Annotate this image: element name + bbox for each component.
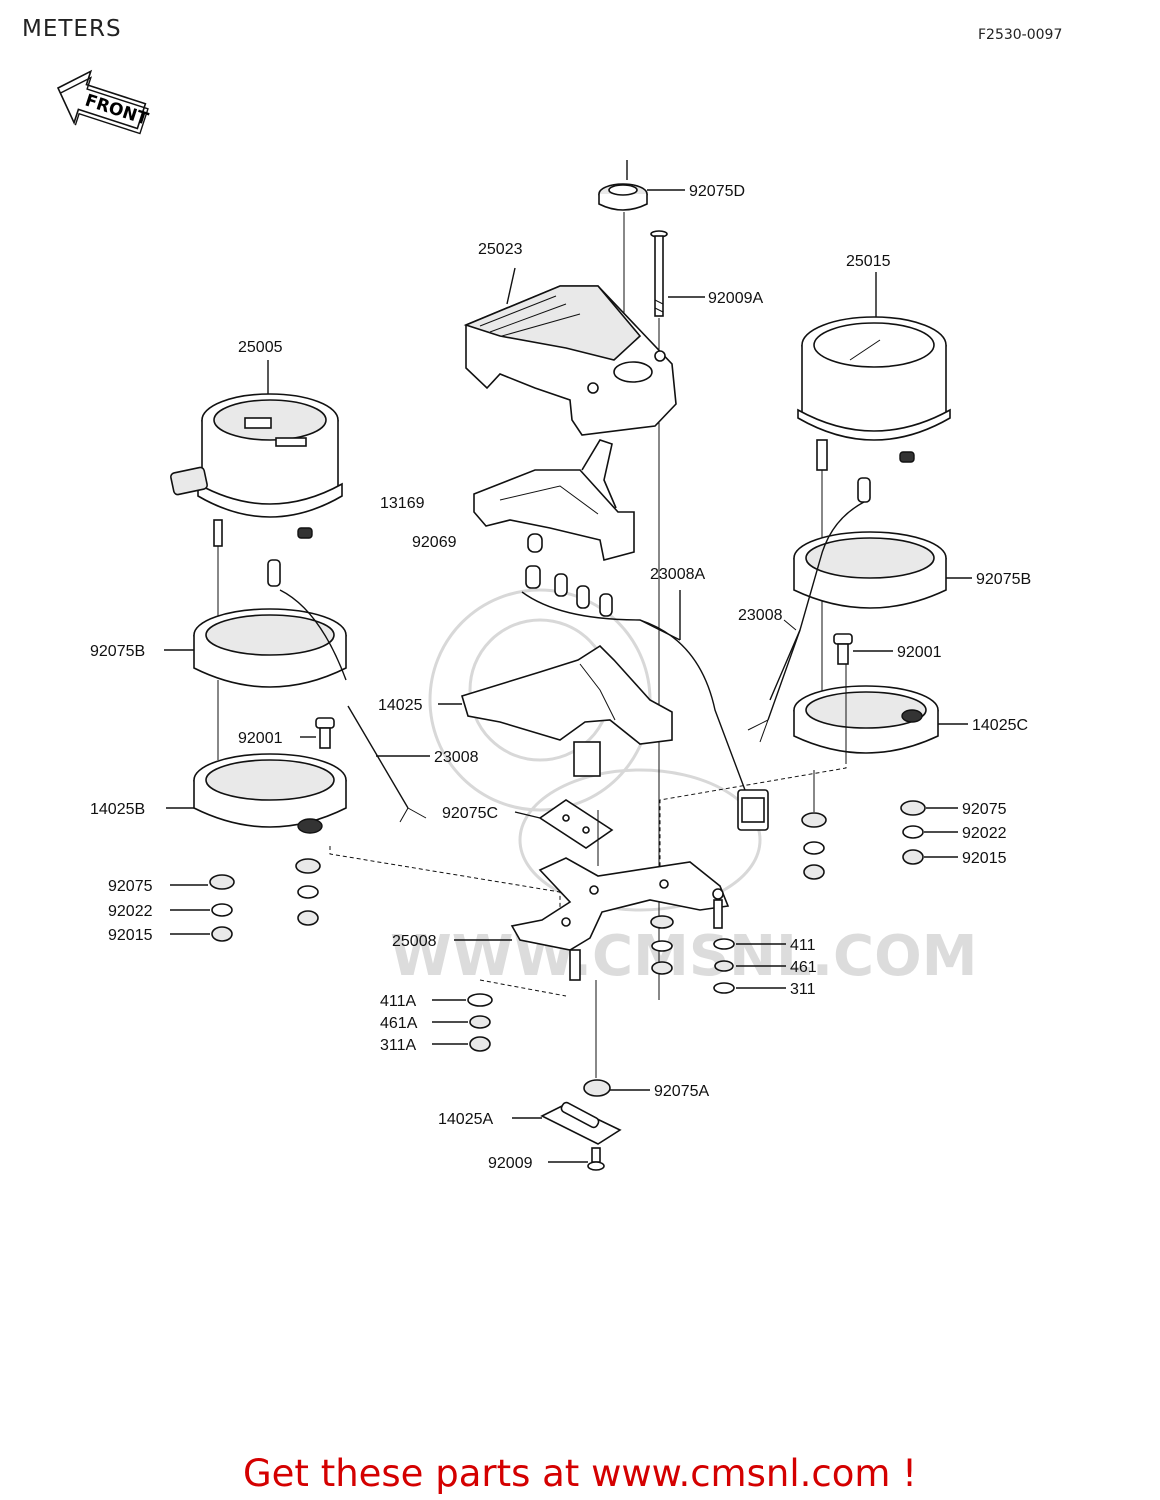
front-arrow-icon: FRONT (56, 69, 151, 135)
label-14025A: 14025A (438, 1111, 493, 1128)
page-title: METERS (22, 16, 122, 42)
screw-92009A (650, 230, 705, 1000)
label-411: 411 (790, 937, 816, 954)
label-92001-left: 92001 (238, 730, 283, 747)
bracket-25008 (454, 810, 730, 997)
wire-harness-23008A (639, 590, 769, 831)
label-92075A: 92075A (654, 1083, 709, 1100)
washers-411-461-311 (650, 915, 786, 994)
exploded-diagram: WWW.CMSNL.COM FRONT (56, 69, 1031, 1172)
label-92075B-right: 92075B (976, 571, 1031, 588)
label-25008: 25008 (392, 933, 437, 950)
cover-14025C (659, 664, 968, 880)
washers-411A-461A-311A (432, 993, 493, 1052)
bottom-mount (512, 980, 650, 1171)
bolt-92001-right (833, 633, 893, 665)
label-92075C: 92075C (442, 805, 498, 822)
label-14025: 14025 (378, 697, 423, 714)
label-25015: 25015 (846, 253, 891, 270)
label-92009: 92009 (488, 1155, 533, 1172)
footer-link-text[interactable]: Get these parts at www.cmsnl.com ! (242, 1452, 917, 1495)
diagram-code: F2530-0097 (978, 27, 1063, 43)
label-92075D: 92075D (689, 183, 745, 200)
label-92022-right: 92022 (962, 825, 1007, 842)
housing-92075B-right (769, 477, 972, 701)
indicator-panel-25023 (463, 267, 677, 436)
label-311: 311 (790, 981, 816, 998)
label-411A: 411A (380, 993, 417, 1010)
label-92001-right: 92001 (897, 644, 942, 661)
label-92075-left: 92075 (108, 878, 153, 895)
label-461: 461 (790, 959, 817, 976)
label-13169: 13169 (380, 495, 425, 512)
label-461A: 461A (380, 1015, 418, 1032)
cover-14025B (166, 753, 561, 920)
speedometer-25005 (170, 360, 343, 760)
bracket-13169 (473, 439, 635, 561)
label-92022-left: 92022 (108, 903, 153, 920)
watermark-logo: WWW.CMSNL.COM (390, 588, 977, 989)
bolt-92001-left (300, 717, 335, 749)
tachometer-25015 (797, 272, 951, 700)
label-14025C: 14025C (972, 717, 1028, 734)
plate-92075C (514, 799, 614, 849)
label-23008-left: 23008 (434, 749, 479, 766)
wire-23008-right (747, 619, 801, 743)
nut-stack-left (170, 858, 321, 942)
label-25023: 25023 (478, 241, 523, 258)
label-14025B: 14025B (90, 801, 145, 818)
label-311A: 311A (380, 1037, 417, 1054)
bulbs-92069 (521, 533, 681, 641)
label-92009A: 92009A (708, 290, 763, 307)
grommet-92075D (598, 160, 685, 378)
label-92015-right: 92015 (962, 850, 1007, 867)
label-23008-right: 23008 (738, 607, 783, 624)
bracket-14025 (438, 644, 673, 777)
label-92075B-left: 92075B (90, 643, 145, 660)
label-23008A: 23008A (650, 566, 705, 583)
label-92069: 92069 (412, 534, 457, 551)
housing-92075B-left (164, 559, 347, 688)
nut-stack-right (801, 770, 827, 880)
label-92075-right: 92075 (962, 801, 1007, 818)
label-92015-left: 92015 (108, 927, 153, 944)
nut-legend-right (900, 800, 958, 865)
part-labels: 92075D 25023 92009A 25015 25005 13169 92… (90, 183, 1031, 1172)
watermark-text: WWW.CMSNL.COM (390, 924, 977, 989)
label-25005: 25005 (238, 339, 283, 356)
wire-23008-left (347, 705, 430, 823)
